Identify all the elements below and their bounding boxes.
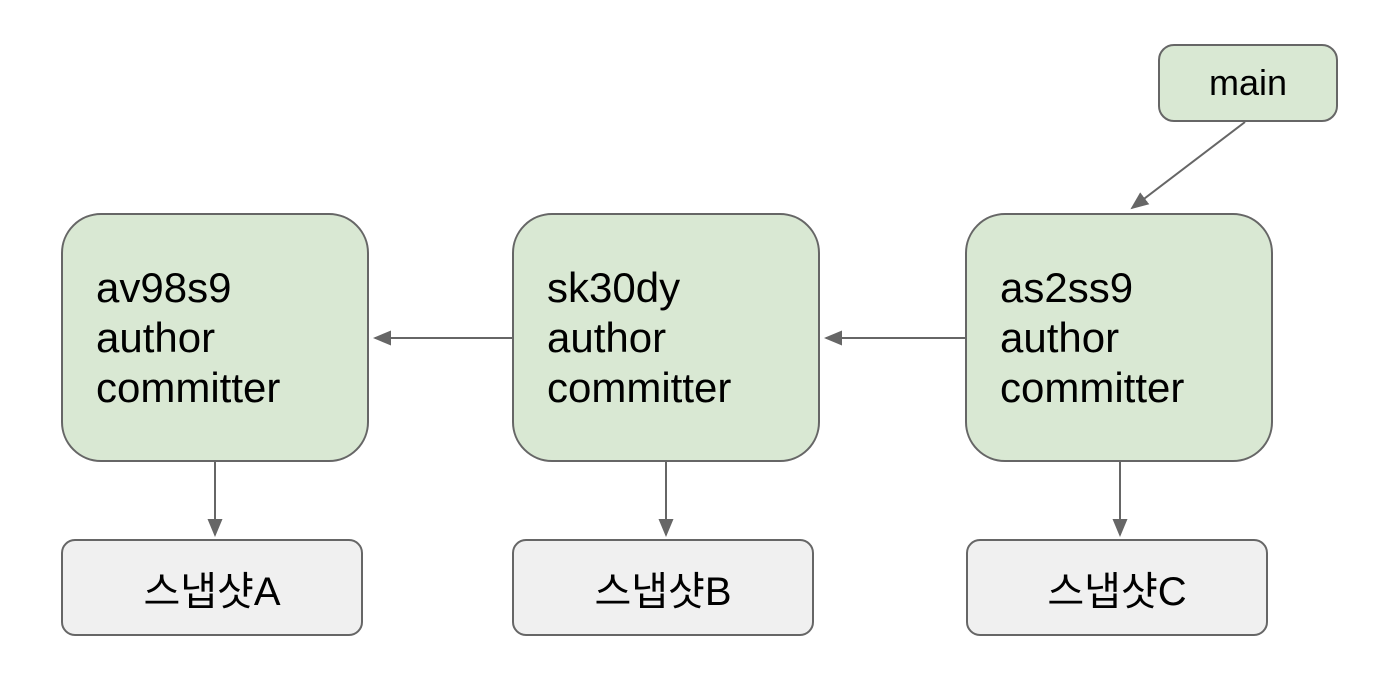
snapshot-node-b: 스냅샷B xyxy=(512,539,814,636)
commit-hash: av98s9 xyxy=(96,263,232,311)
commit-author: author xyxy=(547,313,667,361)
commit-committer: committer xyxy=(1000,363,1185,411)
commit-node-sk30dy: sk30dy author committer xyxy=(512,213,820,462)
branch-label-text: main xyxy=(1208,62,1288,103)
snapshot-label: 스냅샷B xyxy=(594,569,732,614)
commit-hash: sk30dy xyxy=(547,263,681,311)
edge-main-to-commit-c xyxy=(1130,121,1246,210)
commit-author: author xyxy=(1000,313,1120,361)
commit-node-av98s9: av98s9 author committer xyxy=(61,213,369,462)
branch-label-main: main xyxy=(1158,44,1338,122)
snapshot-label: 스냅샷A xyxy=(143,569,281,614)
snapshot-node-a: 스냅샷A xyxy=(61,539,363,636)
commit-committer: committer xyxy=(96,363,281,411)
commit-node-as2ss9: as2ss9 author committer xyxy=(965,213,1273,462)
snapshot-node-c: 스냅샷C xyxy=(966,539,1268,636)
snapshot-label: 스냅샷C xyxy=(1047,569,1187,614)
commit-committer: committer xyxy=(547,363,732,411)
commit-hash: as2ss9 xyxy=(1000,263,1134,311)
commit-author: author xyxy=(96,313,216,361)
